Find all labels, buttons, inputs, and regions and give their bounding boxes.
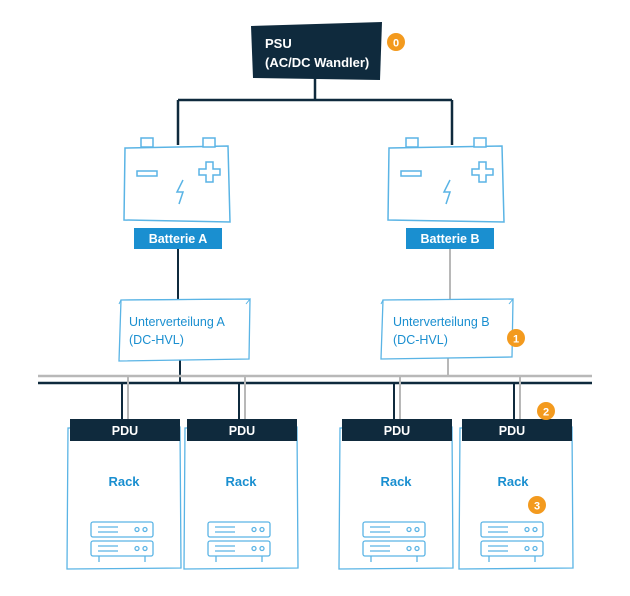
battery-b-label: Batterie B xyxy=(420,232,479,246)
psu-title: PSU xyxy=(265,36,292,51)
rack-4-label: Rack xyxy=(497,474,529,489)
subdistribution-b: Unterverteilung B (DC-HVL) 1 xyxy=(380,298,525,360)
subdistribution-b-subtitle: (DC-HVL) xyxy=(393,333,448,347)
rack-3: PDU Rack xyxy=(338,419,454,570)
battery-a-label: Batterie A xyxy=(149,232,208,246)
subdistribution-a: Unterverteilung A (DC-HVL) xyxy=(118,298,252,362)
rack-1-pdu xyxy=(70,419,180,441)
psu-block: PSU (AC/DC Wandler) 0 xyxy=(251,22,405,80)
psu-subtitle: (AC/DC Wandler) xyxy=(265,55,369,70)
subdistribution-a-title: Unterverteilung A xyxy=(129,315,226,329)
battery-a: Batterie A xyxy=(123,137,231,249)
subdistribution-b-title: Unterverteilung B xyxy=(393,315,490,329)
rack-4-pdu xyxy=(462,419,572,441)
battery-b-label-bg xyxy=(406,228,494,249)
rack-1-pdu-label: PDU xyxy=(112,424,138,438)
rack-4-pdu-label: PDU xyxy=(499,424,525,438)
connection-lines xyxy=(38,78,592,420)
rack-2-label: Rack xyxy=(225,474,257,489)
battery-b-icon xyxy=(387,137,505,223)
rack-4: PDU 2 Rack 3 xyxy=(458,402,574,570)
rack-2-server-icon xyxy=(207,521,271,562)
rack-1: PDU Rack xyxy=(66,419,182,570)
rack-4-pdu-badge-circle xyxy=(537,402,555,420)
rack-3-label: Rack xyxy=(380,474,412,489)
rack-3-server-icon xyxy=(362,521,426,562)
battery-a-icon xyxy=(123,137,231,223)
subdistribution-b-badge: 1 xyxy=(513,334,519,346)
rack-3-pdu-label: PDU xyxy=(384,424,410,438)
rack-4-badge-circle xyxy=(528,496,546,514)
rack-4-pdu-badge: 2 xyxy=(543,407,549,419)
subdistribution-a-subtitle: (DC-HVL) xyxy=(129,333,184,347)
rack-1-label: Rack xyxy=(108,474,140,489)
battery-b: Batterie B xyxy=(387,137,505,249)
psu-badge-circle xyxy=(387,33,405,51)
rack-2-pdu xyxy=(187,419,297,441)
rack-2: PDU Rack xyxy=(183,419,299,570)
battery-a-label-bg xyxy=(134,228,222,249)
rack-4-server-icon xyxy=(480,521,544,562)
rack-4-badge: 3 xyxy=(534,501,540,513)
rack-2-pdu-label: PDU xyxy=(229,424,255,438)
rack-1-server-icon xyxy=(90,521,154,562)
subdistribution-b-badge-circle xyxy=(507,329,525,347)
psu-badge: 0 xyxy=(393,38,399,50)
rack-3-pdu xyxy=(342,419,452,441)
